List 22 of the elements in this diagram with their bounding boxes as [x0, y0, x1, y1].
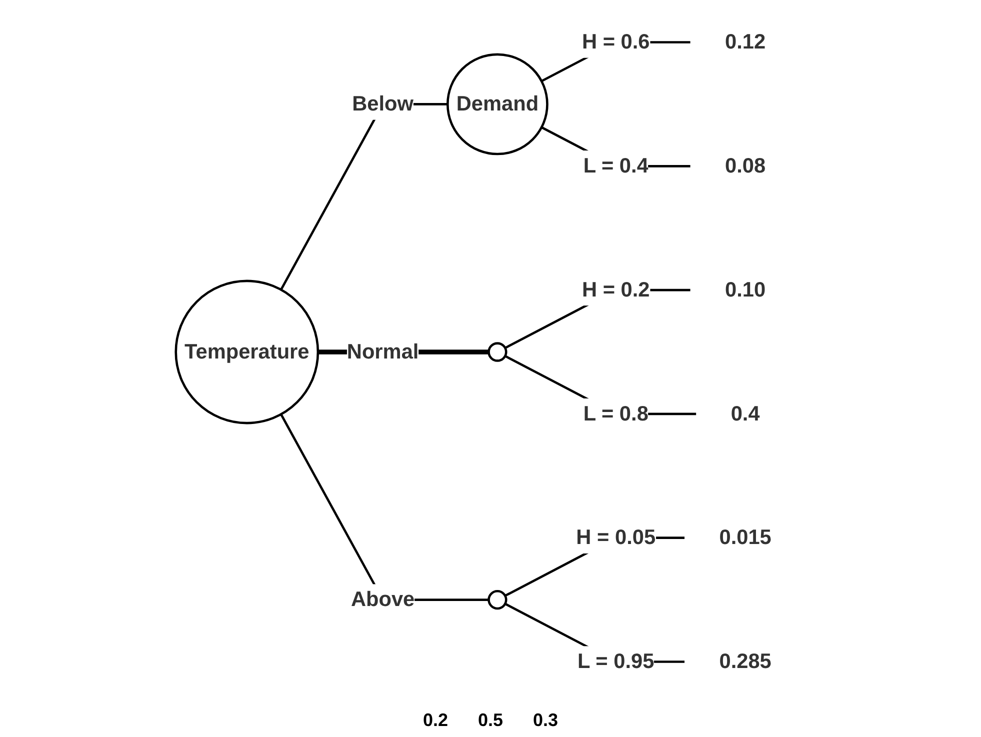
node-text: 0.08 [724, 154, 766, 178]
node-circle: Demand [446, 53, 548, 156]
edge-label: Below [352, 92, 413, 116]
probability-label: 0.3 [533, 710, 558, 731]
edge-label: H = 0.05 [576, 526, 656, 549]
node-circle [487, 342, 507, 362]
edge-label: H = 0.6 [581, 30, 650, 54]
node-text: 0.10 [724, 278, 766, 302]
edge-label: H = 0.2 [581, 278, 650, 302]
node-text: 0.12 [724, 30, 766, 54]
edge-label: Normal [346, 340, 418, 363]
node-circle [487, 590, 507, 610]
node-circle: Temperature [174, 280, 319, 424]
probability-label: 0.5 [478, 710, 504, 731]
edge-label: Above [350, 588, 414, 611]
node-text: 0.285 [718, 650, 771, 673]
edge-label: L = 0.8 [582, 402, 648, 425]
edge-label: L = 0.95 [577, 650, 654, 673]
node-text: 0.015 [718, 526, 771, 549]
edge-label: L = 0.4 [582, 154, 648, 178]
probability-label: 0.2 [422, 710, 448, 731]
node-text: 0.4 [730, 402, 760, 425]
